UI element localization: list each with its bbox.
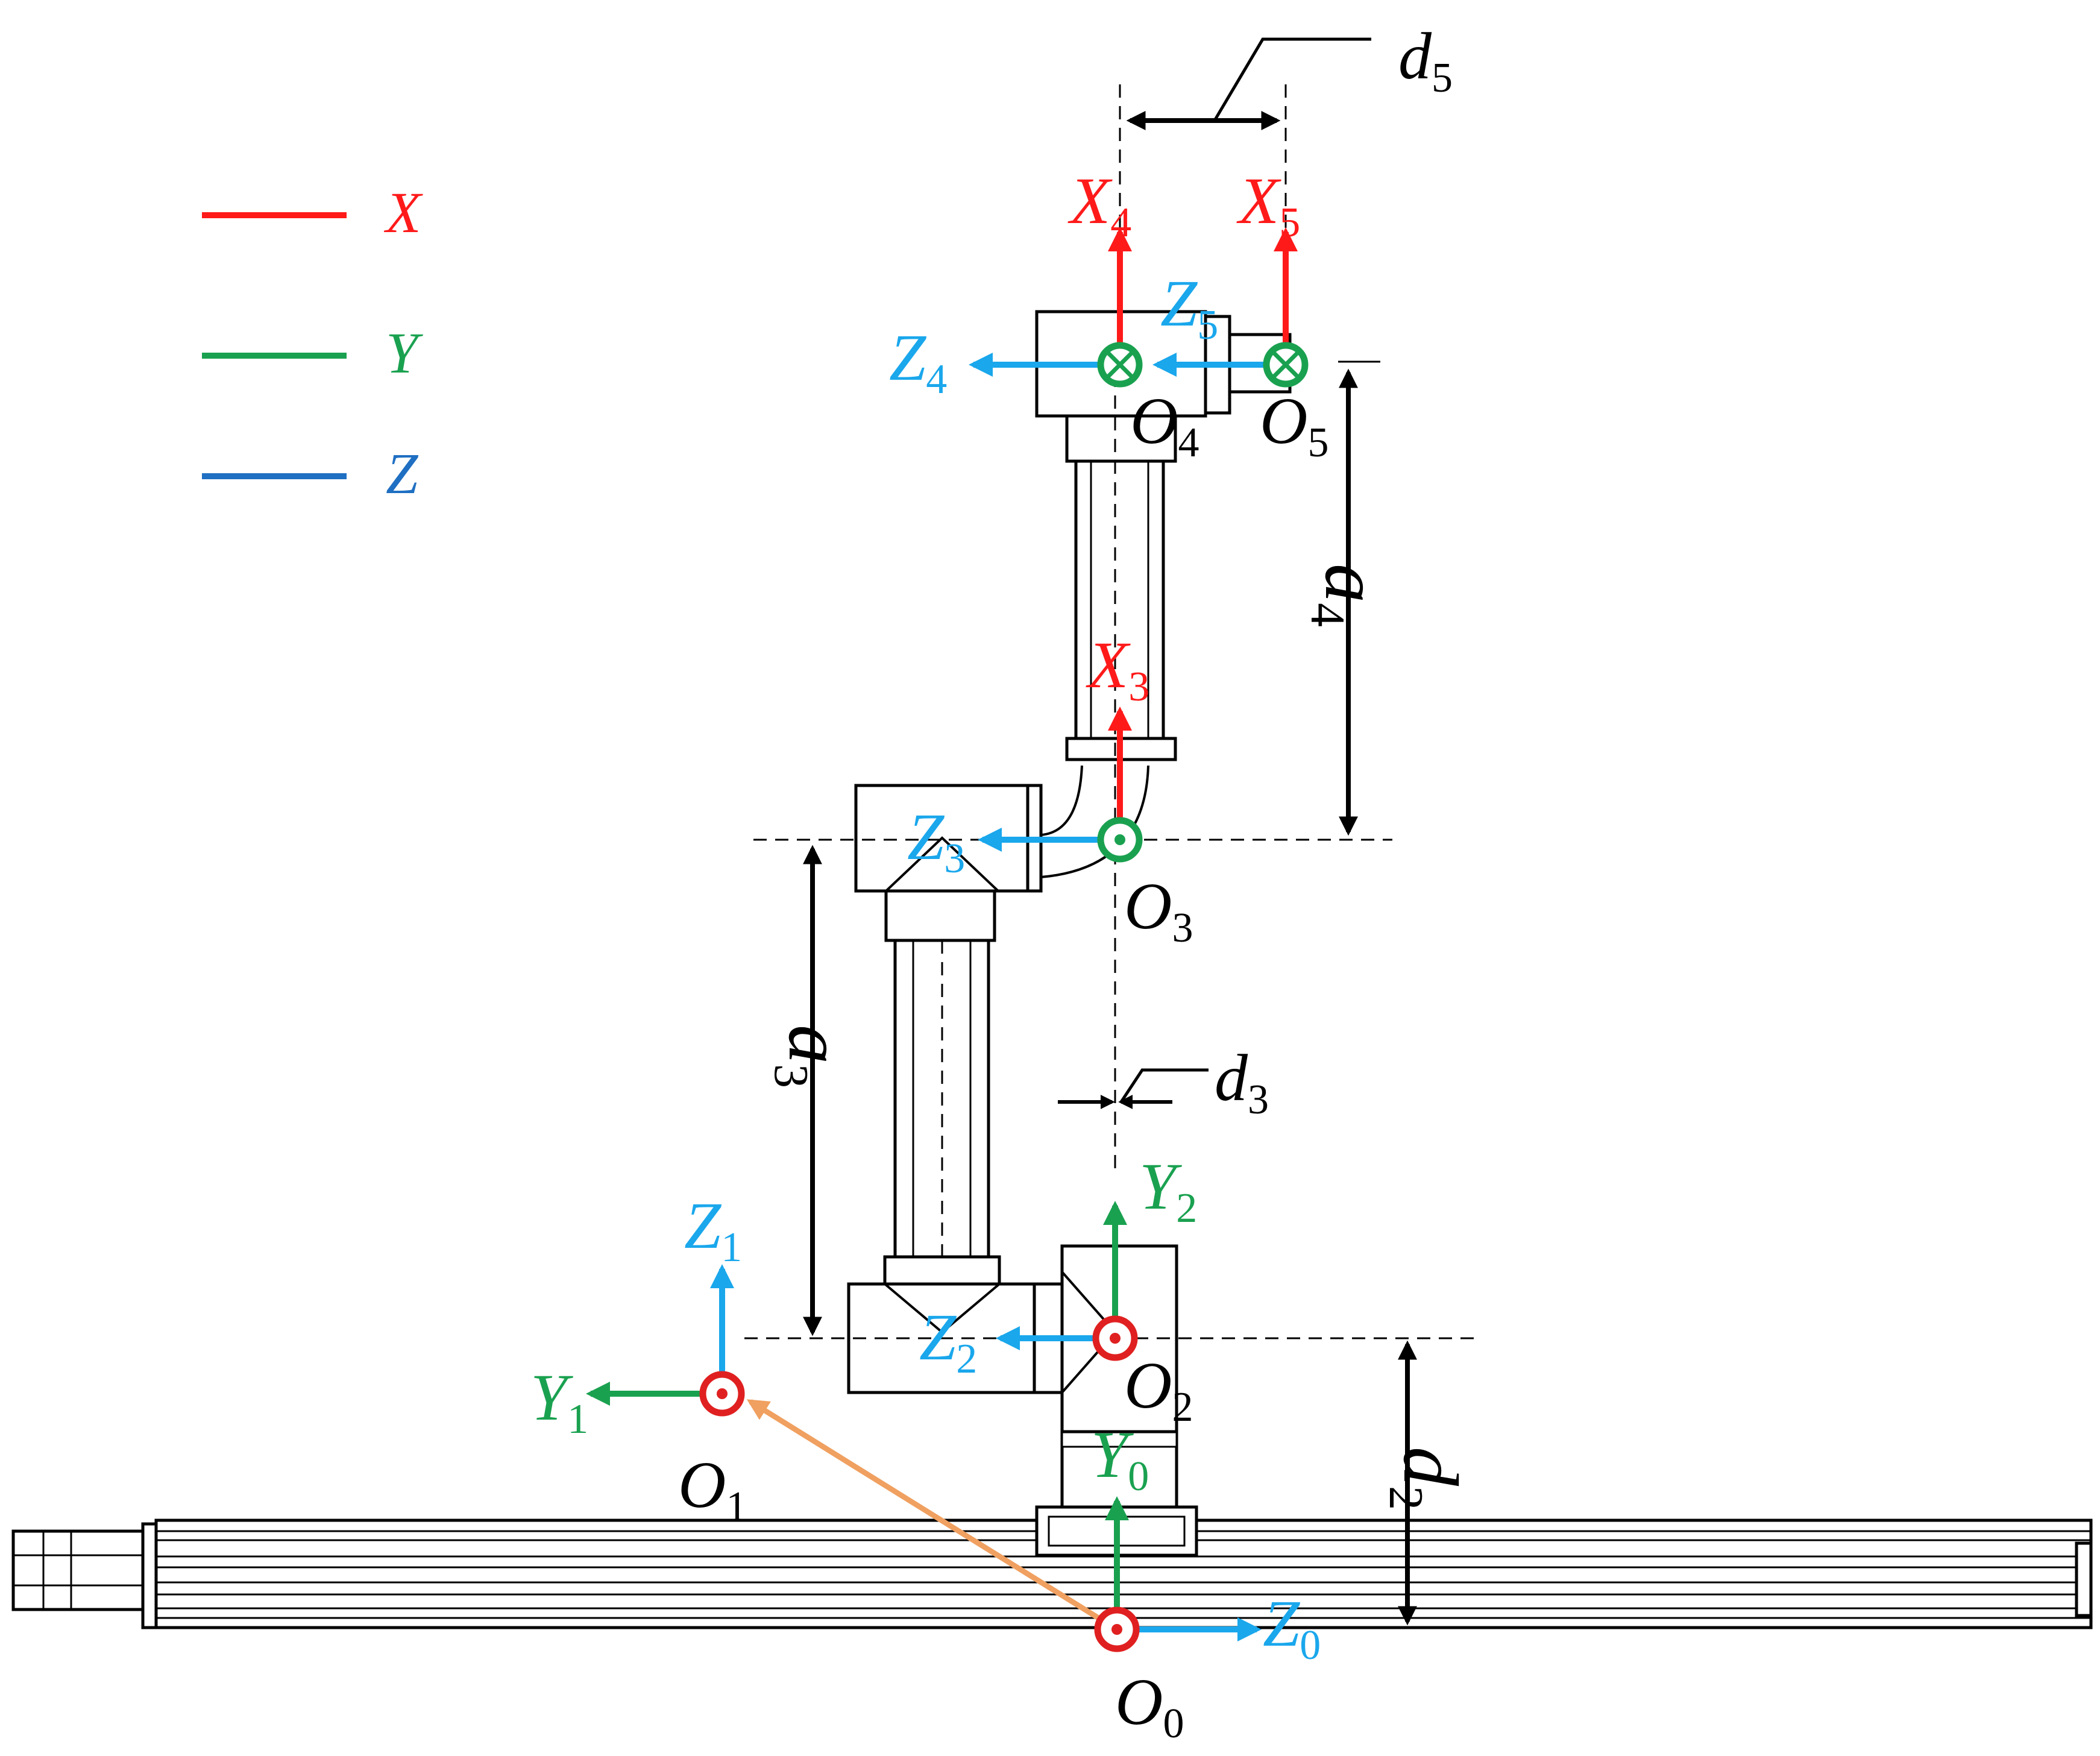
legend-y-label: Y — [386, 321, 423, 385]
origin-o5-symbol — [1263, 342, 1309, 388]
label-y0: Y0 — [1091, 1418, 1149, 1500]
label-x5: X5 — [1236, 164, 1300, 246]
robot-structure — [847, 310, 1292, 1509]
label-a3: a3 — [764, 1025, 859, 1088]
label-x4: X4 — [1067, 164, 1131, 246]
legend-x-label: X — [383, 180, 423, 245]
label-z0: Z0 — [1263, 1587, 1321, 1669]
label-y1: Y1 — [530, 1361, 588, 1443]
origin-o2-symbol — [1092, 1315, 1138, 1361]
rail-motor — [11, 1529, 145, 1611]
label-y2: Y2 — [1139, 1150, 1197, 1232]
label-z2: Z2 — [919, 1300, 977, 1382]
label-d5: d5 — [1398, 19, 1453, 101]
linear-rail — [11, 1505, 2093, 1629]
origin-o0-symbol — [1094, 1607, 1140, 1652]
label-z1: Z1 — [684, 1189, 742, 1271]
reference-lines — [744, 84, 1477, 1339]
dimensions — [803, 37, 1417, 1626]
frame-axes — [586, 227, 1298, 1641]
label-o2: O2 — [1124, 1348, 1193, 1430]
label-z3: Z3 — [907, 800, 965, 882]
label-d2: d2 — [1379, 1447, 1474, 1510]
label-x3: X3 — [1086, 628, 1149, 710]
label-o0: O0 — [1115, 1665, 1184, 1747]
label-d3: d3 — [1215, 1041, 1269, 1123]
label-o5: O5 — [1260, 384, 1328, 466]
label-z4: Z4 — [889, 321, 947, 403]
label-a4: a4 — [1301, 564, 1395, 627]
label-o4: O4 — [1130, 384, 1199, 466]
origin-o1-symbol — [699, 1371, 745, 1417]
label-z5: Z5 — [1160, 266, 1218, 348]
transform-arrow-o0-o1 — [746, 1399, 1111, 1627]
label-o3: O3 — [1124, 869, 1193, 951]
legend: X Y Z — [202, 180, 423, 506]
origin-o4-symbol — [1097, 342, 1143, 388]
legend-z-label: Z — [386, 441, 419, 506]
origin-o3-symbol — [1097, 817, 1143, 863]
label-o1: O1 — [678, 1448, 747, 1530]
